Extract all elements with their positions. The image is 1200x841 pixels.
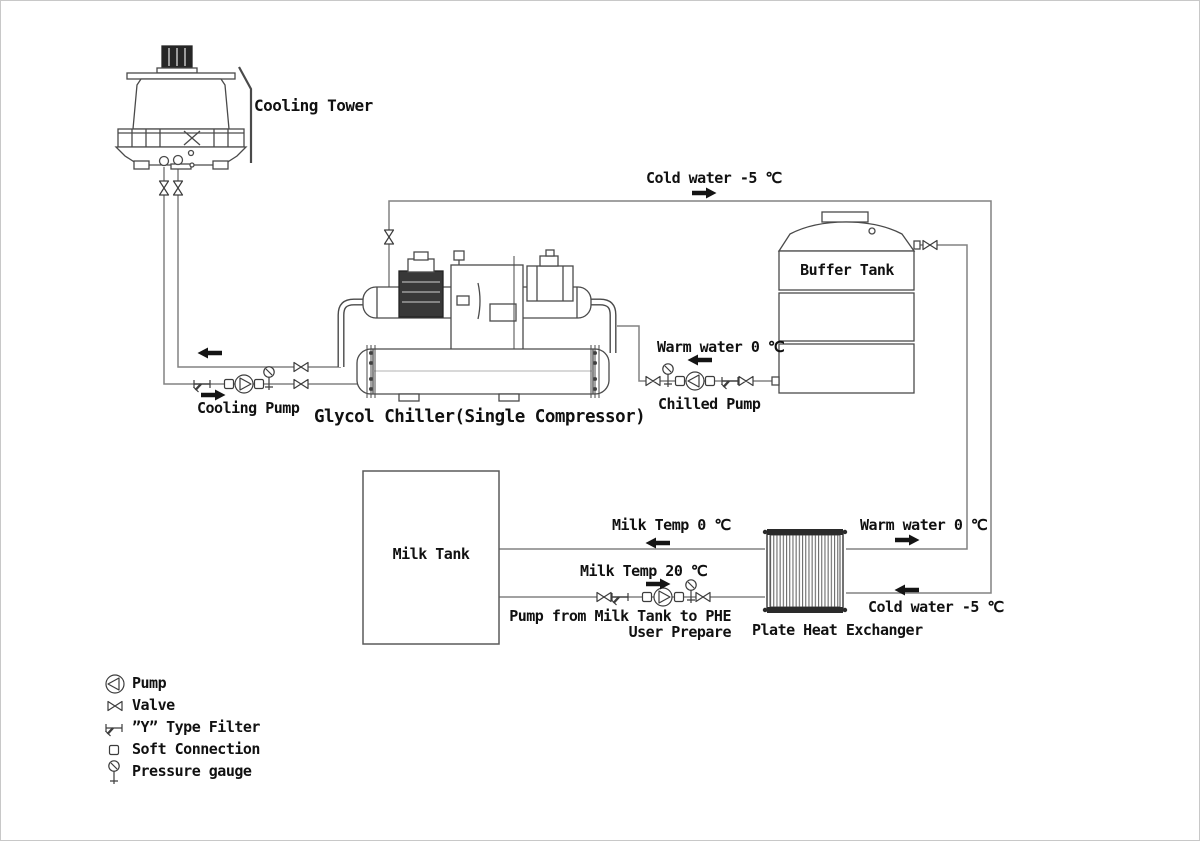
buffer-tank-graphic	[771, 211, 921, 394]
legend-item-soft-connection: Soft Connection	[132, 740, 260, 758]
soft-connection-icon	[674, 375, 686, 387]
legend-icons	[104, 674, 125, 785]
pressure-gauge-icon	[662, 363, 674, 388]
legend-item-pressure-gauge: Pressure gauge	[132, 762, 252, 780]
milk-cold-label: Milk Temp 0 ℃	[612, 516, 731, 534]
valve-icon	[738, 375, 754, 387]
cold-water-phe-label: Cold water -5 ℃	[868, 598, 1004, 616]
y-type-filter-icon	[720, 375, 740, 391]
valve-icon	[596, 591, 612, 603]
milk-pump-label: Pump from Milk Tank to PHE	[509, 607, 731, 625]
milk-pump-note: User Prepare	[628, 623, 732, 641]
pressure-gauge-icon	[685, 579, 697, 604]
cold-water-supply-label: Cold water -5 ℃	[646, 169, 782, 187]
pipe-cooling-return	[177, 167, 341, 368]
pump-icon	[234, 374, 254, 394]
y-type-filter-icon	[610, 591, 630, 607]
legend-item-pump: Pump	[132, 674, 167, 692]
pressure-gauge-icon	[263, 366, 275, 391]
milk-warm-label: Milk Temp 20 ℃	[580, 562, 708, 580]
cooling-tower-graphic	[114, 45, 253, 170]
soft-connection-icon	[253, 378, 265, 390]
cooling-tower-label: Cooling Tower	[254, 96, 373, 115]
pump-icon	[653, 587, 673, 607]
y-type-filter-icon	[104, 722, 124, 738]
pump-icon	[685, 371, 705, 391]
soft-connection-icon	[108, 744, 120, 756]
soft-connection-icon	[673, 591, 685, 603]
valve-icon	[645, 375, 661, 387]
flow-arrow-left-icon	[894, 584, 919, 596]
buffer-tank-label: Buffer Tank	[800, 261, 894, 279]
valve-icon	[174, 181, 183, 195]
glycol-chiller-label: Glycol Chiller(Single Compressor)	[314, 407, 646, 427]
soft-connection-icon	[223, 378, 235, 390]
warm-water-return-label: Warm water 0 ℃	[657, 338, 785, 356]
plate-heat-exchanger-graphic	[762, 529, 848, 613]
plate-heat-exchanger-label: Plate Heat Exchanger	[752, 621, 923, 639]
valve-icon	[922, 239, 938, 251]
cooling-pump-label: Cooling Pump	[197, 399, 300, 417]
flow-arrow-left-icon	[197, 347, 222, 359]
legend-item-valve: Valve	[132, 696, 175, 714]
flow-arrow-right-icon	[646, 578, 671, 590]
chilled-pump-label: Chilled Pump	[658, 395, 761, 413]
pressure-gauge-icon	[108, 760, 120, 785]
pipe-cooling-supply	[163, 167, 359, 385]
flow-arrow-left-icon	[645, 537, 670, 549]
flow-arrow-left-icon	[687, 354, 712, 366]
glycol-chiller-graphic	[337, 249, 617, 402]
pipe-warm-glycol-return	[846, 244, 968, 550]
flow-arrow-right-icon	[895, 534, 920, 546]
pump-icon	[105, 674, 125, 694]
milk-tank-graphic	[362, 470, 500, 645]
valve-icon	[107, 700, 123, 712]
valve-icon	[160, 181, 169, 195]
legend-item-y-type-filter: ”Y” Type Filter	[132, 718, 260, 736]
warm-water-phe-label: Warm water 0 ℃	[860, 516, 988, 534]
flow-arrow-right-icon	[692, 187, 717, 199]
valve-icon	[695, 591, 711, 603]
soft-connection-icon	[641, 591, 653, 603]
y-type-filter-icon	[192, 378, 212, 394]
milk-tank-label: Milk Tank	[392, 545, 470, 563]
valve-icon	[385, 230, 394, 244]
soft-connection-icon	[704, 375, 716, 387]
valve-icon	[293, 361, 309, 373]
valve-icon	[293, 378, 309, 390]
